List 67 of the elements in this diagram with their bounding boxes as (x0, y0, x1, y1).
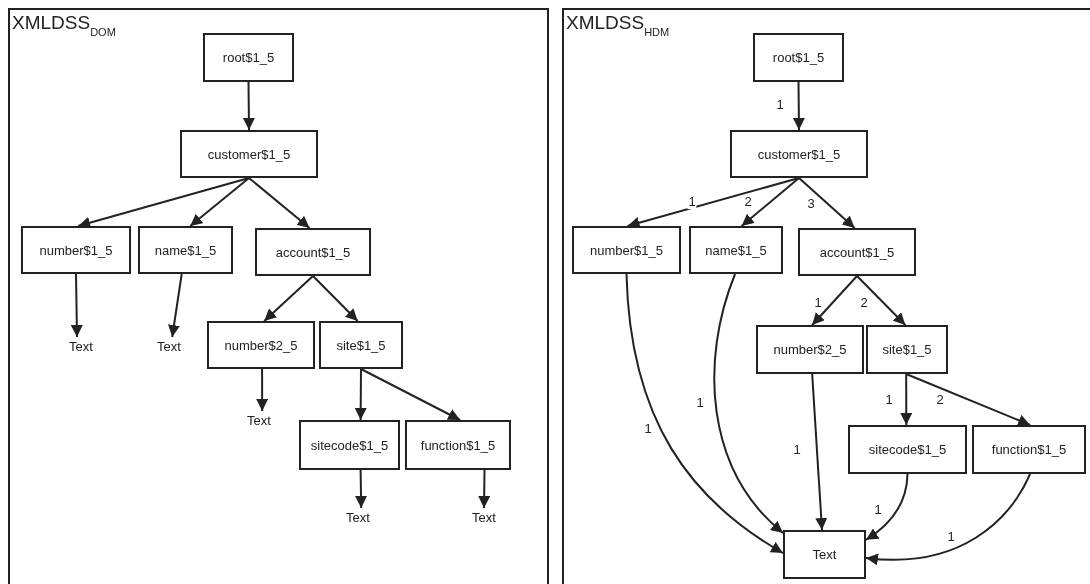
element-box: function$1_5 (972, 425, 1086, 474)
arrow (811, 373, 828, 531)
edge-label: 1 (884, 393, 894, 407)
arrow (626, 177, 800, 229)
element-box: account$1_5 (798, 228, 916, 276)
arrow (865, 473, 909, 541)
text-label: Text (61, 339, 101, 355)
arrow (189, 177, 250, 227)
panel-title: XMLDSS$_{DOM}$ (12, 12, 116, 38)
element-box: number$2_5 (756, 325, 864, 374)
arrow (740, 177, 800, 227)
element-box: Text (783, 530, 866, 579)
arrow (77, 177, 250, 229)
edge-label: 3 (806, 197, 816, 211)
element-box: customer$1_5 (730, 130, 868, 178)
element-box: site$1_5 (319, 321, 403, 369)
element-box: number$2_5 (207, 321, 315, 369)
edge-label: 1 (946, 530, 956, 544)
arrow (70, 273, 83, 338)
arrow (900, 373, 913, 426)
arrow (355, 469, 367, 509)
text-label: Text (338, 510, 378, 526)
edge-label: 1 (695, 396, 705, 410)
edge-label: 2 (859, 296, 869, 310)
panel-title: XMLDSS$_{HDM}$ (566, 12, 670, 38)
edge-label: 1 (792, 443, 802, 457)
element-box: number$1_5 (572, 226, 681, 274)
text-label: Text (464, 510, 504, 526)
panel-frame (562, 8, 1090, 584)
edge-label: 1 (873, 503, 883, 517)
text-label: Text (149, 339, 189, 355)
edge-label: 1 (643, 422, 653, 436)
arrow (248, 177, 311, 229)
element-box: sitecode$1_5 (848, 425, 967, 474)
arrow (256, 368, 269, 412)
arrow (811, 275, 858, 326)
arrow (905, 373, 1032, 426)
arrow (713, 273, 784, 534)
element-box: root$1_5 (203, 33, 294, 82)
edge-label: 1 (813, 296, 823, 310)
element-box: number$1_5 (21, 226, 131, 274)
element-box: site$1_5 (866, 325, 948, 374)
arrow (360, 368, 462, 421)
edge-label: 1 (775, 98, 785, 112)
element-box: sitecode$1_5 (299, 420, 400, 470)
element-box: name$1_5 (138, 226, 233, 274)
arrow (625, 273, 784, 555)
edge-label: 2 (935, 393, 945, 407)
arrow (168, 273, 183, 338)
arrow (263, 275, 314, 322)
arrow (242, 81, 255, 131)
text-label: Text (239, 413, 279, 429)
edge-label: 2 (743, 195, 753, 209)
arrow (865, 473, 1032, 565)
edge-label: 1 (687, 195, 697, 209)
element-box: root$1_5 (753, 33, 844, 82)
arrow (354, 368, 367, 421)
arrow (798, 177, 856, 229)
arrow (856, 275, 907, 326)
element-box: account$1_5 (255, 228, 371, 276)
element-box: name$1_5 (689, 226, 783, 274)
arrow (478, 469, 491, 509)
element-box: customer$1_5 (180, 130, 318, 178)
panel-frame (8, 8, 549, 584)
element-box: function$1_5 (405, 420, 511, 470)
arrow (312, 275, 359, 322)
arrow (792, 81, 805, 131)
